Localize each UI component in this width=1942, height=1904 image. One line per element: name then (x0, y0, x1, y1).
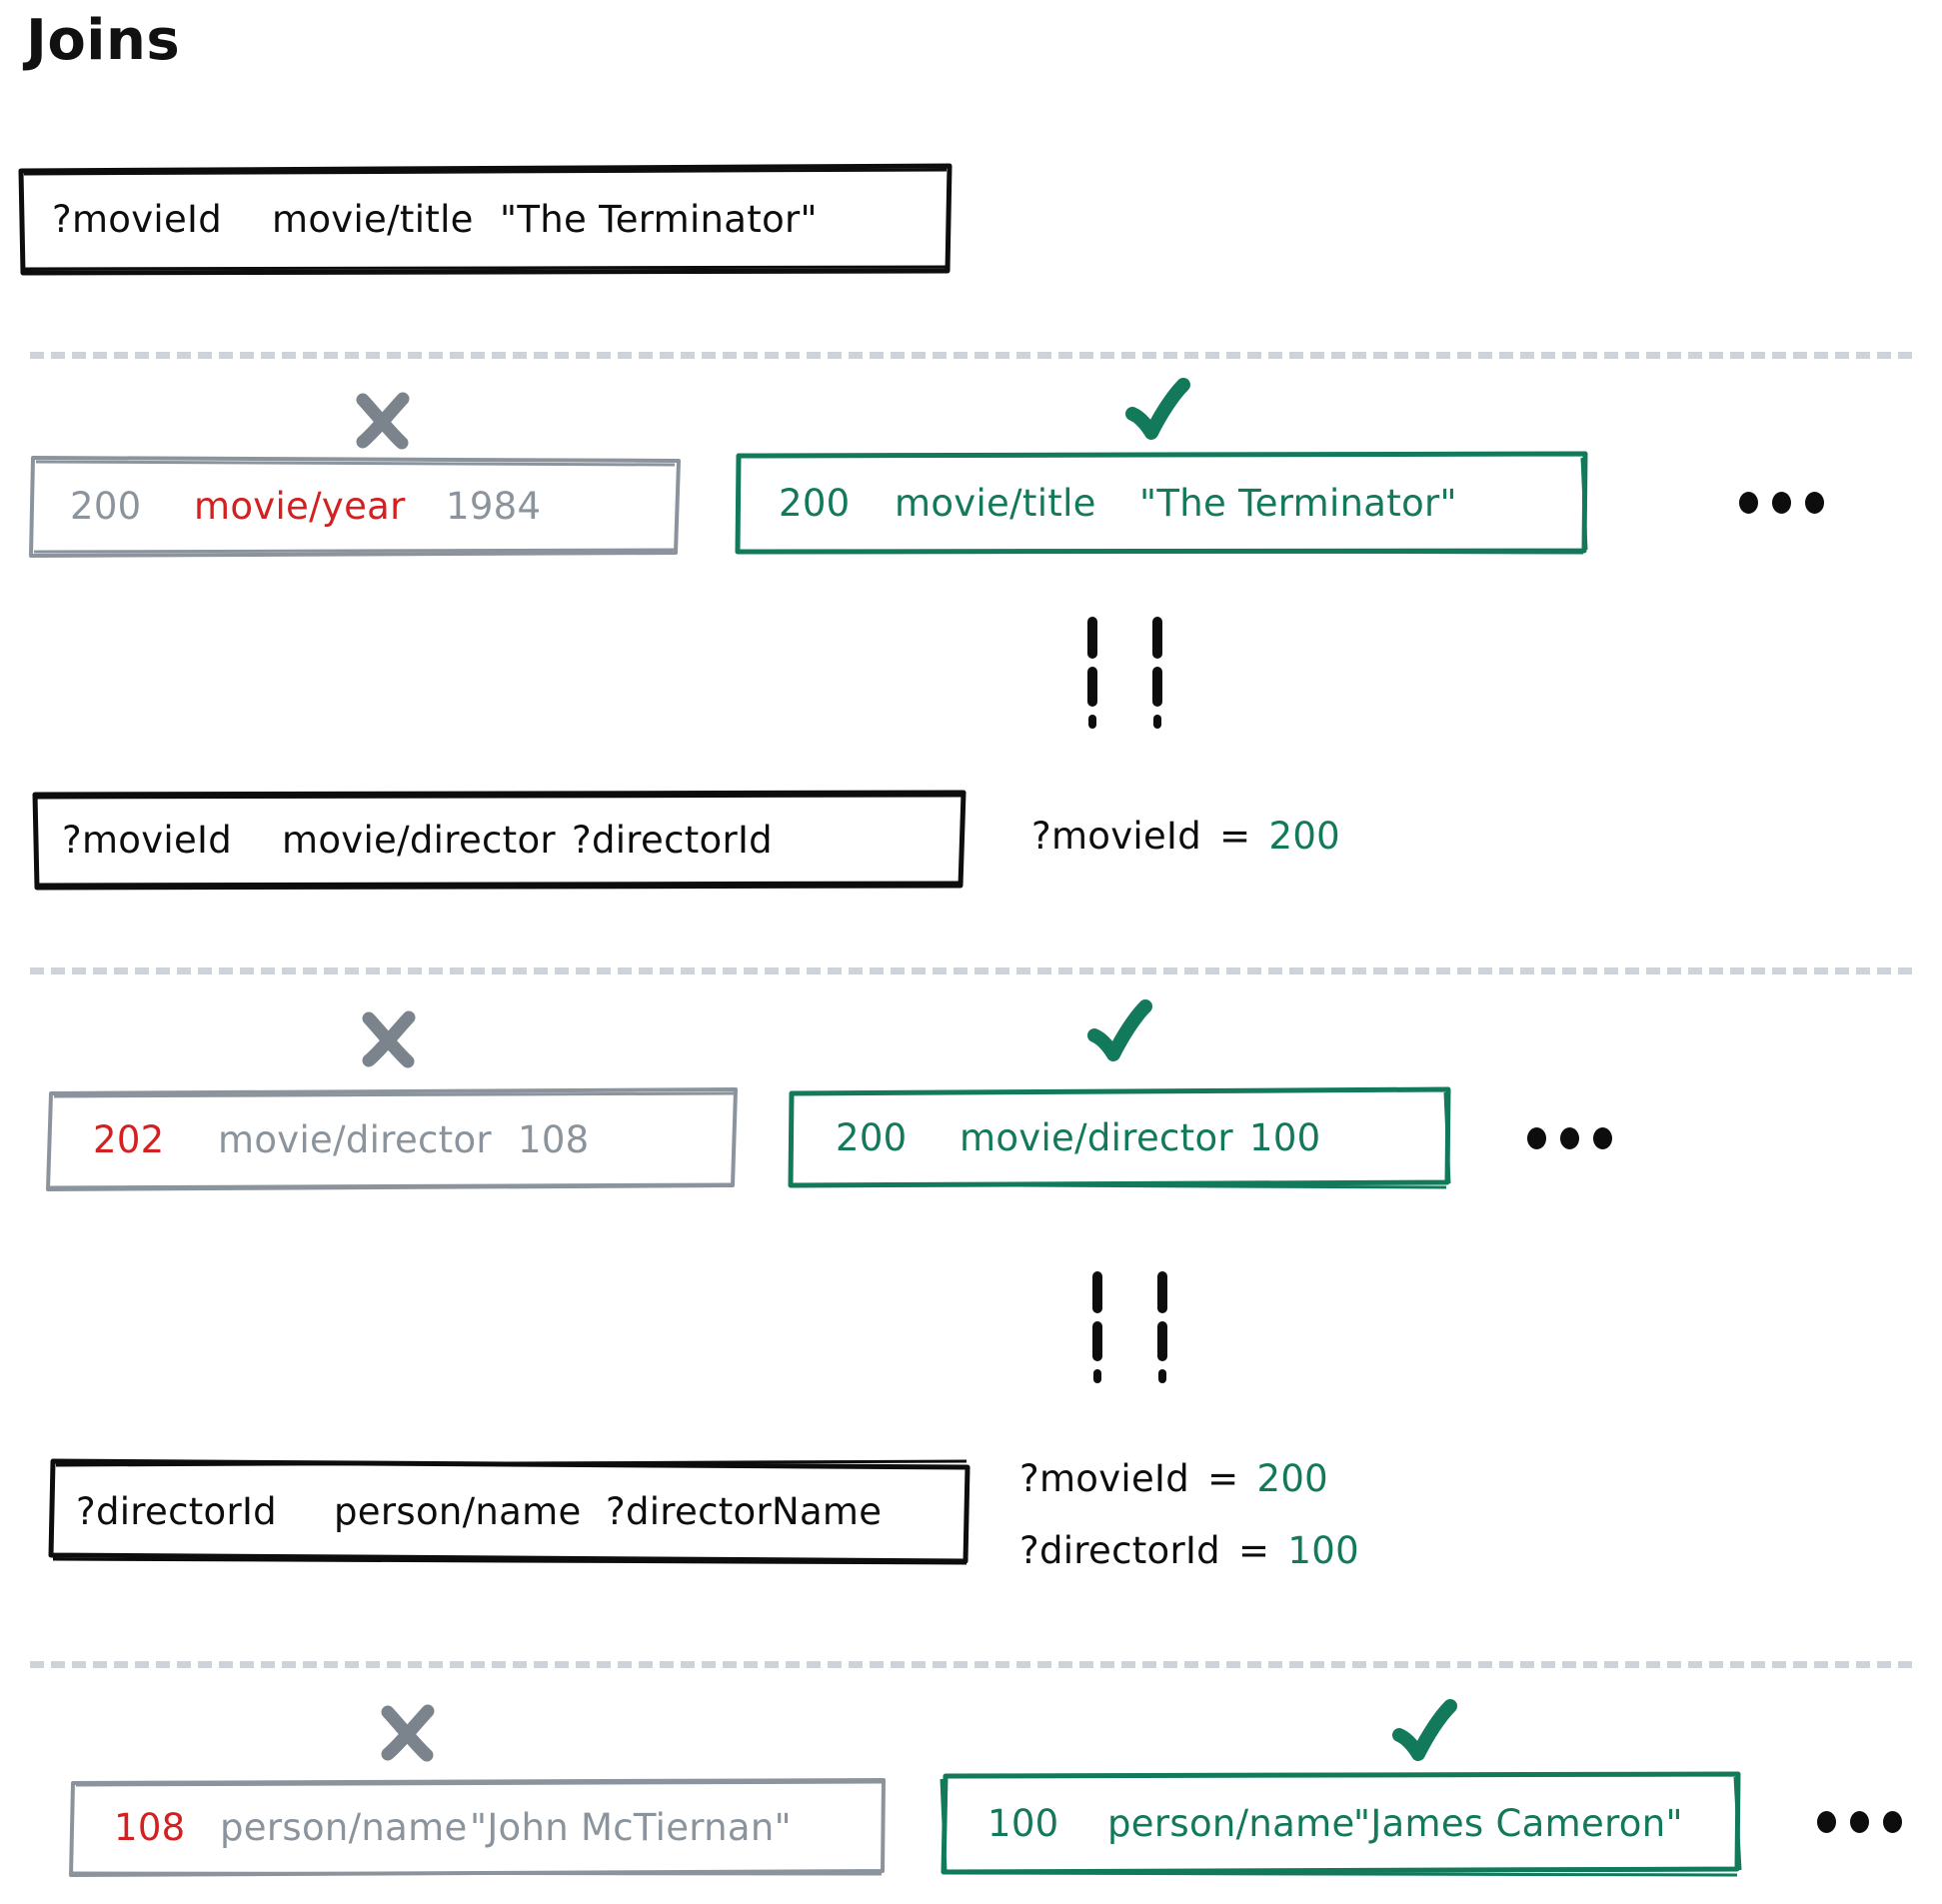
query-pattern-1-box: ?movieId movie/title "The Terminator" (18, 163, 953, 276)
pattern-1-object: "The Terminator" (500, 197, 818, 241)
binding-equals: = (1207, 1457, 1239, 1500)
binding-value: 100 (1287, 1529, 1359, 1572)
pattern-2-predicate: movie/director (282, 818, 556, 862)
check-icon-row-1 (1122, 378, 1192, 448)
binding-equals: = (1219, 815, 1251, 858)
row-3-accepted-object: "James Cameron" (1353, 1802, 1683, 1845)
ellipsis-dot (1772, 492, 1791, 514)
pattern-2-object: ?directorId (572, 818, 773, 862)
binding-value: 200 (1256, 1457, 1329, 1500)
row-3-more-ellipsis (1817, 1811, 1902, 1833)
row-1-rejected-object: 1984 (446, 484, 542, 528)
query-pattern-3-box: ?directorId person/name ?directorName (48, 1457, 972, 1565)
ellipsis-dot (1560, 1127, 1579, 1149)
row-3-rejected-subject: 108 (114, 1805, 186, 1849)
row-1-accepted-subject: 200 (779, 481, 851, 525)
row-2-rejected-fact-box: 202 movie/director 108 (45, 1085, 740, 1193)
row-3-accepted-fact-box: 100 person/name "James Cameron" (938, 1771, 1742, 1877)
cross-icon-row-2 (353, 1003, 423, 1073)
row-1-accepted-object: "The Terminator" (1139, 481, 1457, 525)
row-3-rejected-fact-box: 108 person/name "John McTiernan" (68, 1777, 888, 1877)
row-3-accepted-predicate: person/name (1107, 1802, 1355, 1845)
section-divider-2 (30, 967, 1912, 974)
check-icon-row-3 (1389, 1699, 1459, 1769)
row-1-accepted-fact-box: 200 movie/title "The Terminator" (735, 451, 1589, 555)
ellipsis-dot (1739, 492, 1758, 514)
row-1-rejected-subject: 200 (70, 484, 142, 528)
binding-equals: = (1238, 1529, 1270, 1572)
binding-variable: ?movieId (1019, 1457, 1190, 1500)
row-1-accepted-predicate: movie/title (895, 481, 1096, 525)
ellipsis-dot (1850, 1811, 1869, 1833)
row-1-rejected-predicate: movie/year (194, 484, 406, 528)
check-icon-row-2 (1084, 999, 1154, 1069)
cross-icon-row-1 (347, 385, 417, 455)
binding-row-2: ?movieId = 200 (1019, 1457, 1328, 1500)
binding-variable: ?movieId (1031, 815, 1202, 858)
pattern-1-predicate: movie/title (272, 197, 474, 241)
ellipsis-dot (1805, 492, 1824, 514)
ellipsis-dot (1817, 1811, 1836, 1833)
pattern-3-predicate: person/name (334, 1489, 582, 1533)
query-pattern-2-box: ?movieId movie/director ?directorId (32, 790, 967, 891)
row-2-more-ellipsis (1527, 1127, 1612, 1149)
pattern-2-subject: ?movieId (62, 818, 233, 862)
row-2-rejected-predicate: movie/director (218, 1117, 492, 1161)
row-1-rejected-fact-box: 200 movie/year 1984 (28, 452, 683, 560)
row-3-rejected-object: "John McTiernan" (470, 1805, 792, 1849)
ellipsis-dot (1593, 1127, 1612, 1149)
binding-value: 200 (1268, 815, 1341, 858)
binding-connector-2 (1079, 1269, 1189, 1383)
pattern-3-subject: ?directorId (76, 1489, 277, 1533)
section-divider-1 (30, 352, 1912, 359)
page-title: Joins (26, 8, 181, 73)
binding-connector-1 (1074, 615, 1184, 729)
row-2-accepted-subject: 200 (836, 1115, 908, 1159)
ellipsis-dot (1527, 1127, 1546, 1149)
cross-icon-row-3 (372, 1697, 442, 1767)
row-2-rejected-object: 108 (518, 1117, 590, 1161)
binding-row-3: ?directorId = 100 (1019, 1529, 1359, 1572)
row-3-accepted-subject: 100 (987, 1802, 1059, 1845)
section-divider-3 (30, 1661, 1912, 1668)
row-2-accepted-predicate: movie/director (960, 1115, 1233, 1159)
pattern-1-subject: ?movieId (52, 197, 223, 241)
binding-row-1: ?movieId = 200 (1031, 815, 1340, 858)
row-2-rejected-subject: 202 (93, 1117, 165, 1161)
row-3-rejected-predicate: person/name (220, 1805, 468, 1849)
pattern-3-object: ?directorName (606, 1489, 883, 1533)
row-1-more-ellipsis (1739, 492, 1824, 514)
ellipsis-dot (1883, 1811, 1902, 1833)
row-2-accepted-object: 100 (1249, 1115, 1321, 1159)
binding-variable: ?directorId (1019, 1529, 1220, 1572)
row-2-accepted-fact-box: 200 movie/director 100 (788, 1086, 1452, 1189)
